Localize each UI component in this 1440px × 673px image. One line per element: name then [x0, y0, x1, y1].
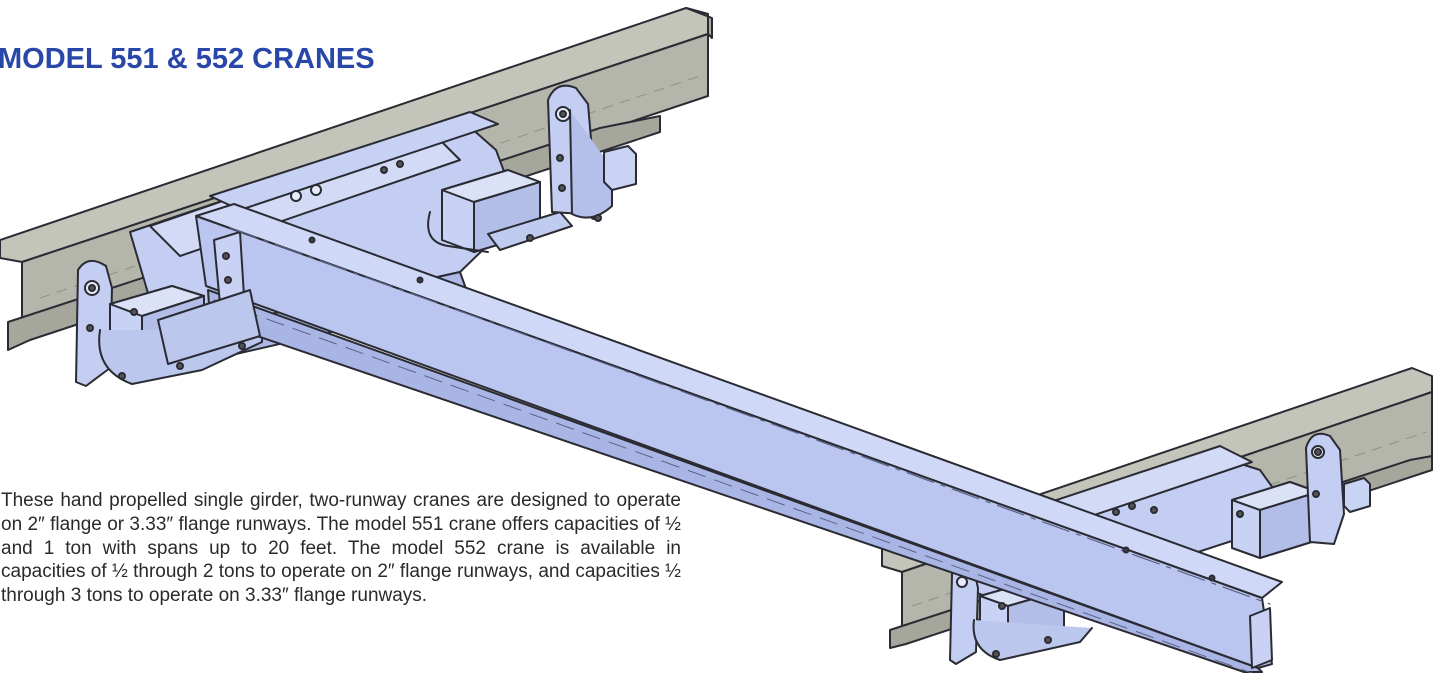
back-right-trolley: [427, 84, 637, 253]
front-right-trolley: [1231, 432, 1371, 559]
description-paragraph: These hand propelled single girder, two-…: [1, 490, 681, 607]
back-end-truck-front-bar: [157, 289, 261, 365]
page-title: MODEL 551 & 552 CRANES: [0, 43, 375, 75]
front-left-trolley: [949, 564, 1093, 665]
